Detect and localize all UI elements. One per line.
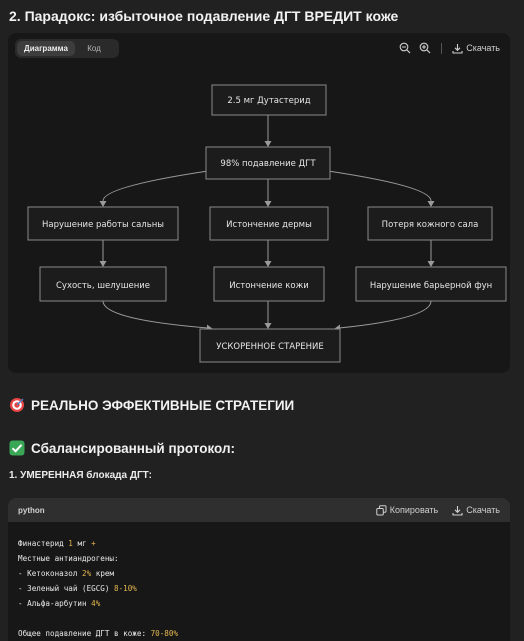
code-line-5: - Альфа-арбутин 4%	[18, 599, 100, 608]
code-content[interactable]: Финастерид 1 мг + Местные антиандрогены:…	[8, 522, 510, 641]
code-text: - Зеленый чай (EGCG)	[18, 584, 115, 593]
code-block: python Копировать Скачать Финастерид 1 м…	[8, 498, 510, 641]
edge-barrier-aging	[338, 300, 432, 329]
diagram-tools: Скачать	[399, 40, 500, 56]
edge-supp-sebum	[327, 170, 432, 202]
copy-button[interactable]: Копировать	[376, 504, 439, 516]
svg-text:98% подавление ДГТ: 98% подавление ДГТ	[220, 159, 316, 169]
copy-label: Копировать	[389, 505, 439, 515]
strategies-heading-text: РЕАЛЬНО ЭФФЕКТИВНЫЕ СТРАТЕГИИ	[31, 397, 295, 413]
zoom-in-button[interactable]	[419, 42, 431, 54]
copy-icon	[376, 504, 387, 515]
node-barrier[interactable]: Нарушение барьерной фун	[355, 266, 507, 302]
item-1-label: 1. УМЕРЕННАЯ блокада ДГТ:	[9, 470, 152, 481]
svg-text:Нарушение барьерной фун: Нарушение барьерной фун	[370, 281, 492, 291]
zoom-in-icon	[419, 42, 431, 54]
code-operator: +	[91, 539, 96, 548]
arrow-sebum-barrier	[427, 261, 435, 267]
arrow-supp-dermis	[264, 201, 272, 207]
download-icon	[452, 505, 463, 516]
code-line-4: - Зеленый чай (EGCG) 8-10%	[18, 584, 137, 593]
node-dryness[interactable]: Сухость, шелушение	[39, 266, 167, 302]
arrow-sebaceous-dryness	[99, 261, 107, 267]
code-number: 70-80%	[150, 629, 179, 638]
code-line-2: Местные антиандрогены:	[18, 554, 119, 563]
diagram-download-label: Скачать	[466, 43, 500, 53]
svg-text:Нарушение работы сальны: Нарушение работы сальны	[42, 220, 164, 230]
node-skin-thinning[interactable]: Истончение кожи	[213, 266, 325, 302]
svg-text:2.5 мг Дутастерид: 2.5 мг Дутастерид	[227, 96, 310, 106]
node-dutasteride[interactable]: 2.5 мг Дутастерид	[211, 84, 327, 116]
strategies-heading: РЕАЛЬНО ЭФФЕКТИВНЫЕ СТРАТЕГИИ	[9, 397, 294, 413]
code-header: python Копировать Скачать	[8, 498, 510, 522]
tab-diagram[interactable]: Диаграмма	[17, 41, 75, 56]
check-mark-icon	[9, 440, 25, 456]
tools-divider	[441, 42, 443, 54]
download-icon	[452, 43, 463, 54]
code-line-6: Общее подавление ДГТ в коже: 70-80%	[18, 629, 178, 638]
code-text: мг	[72, 539, 92, 548]
arrow-supp-sebum	[427, 201, 435, 207]
code-number: 2%	[82, 569, 92, 578]
diagram-canvas: 2.5 мг Дутастерид 98% подавление ДГТ Нар…	[27, 84, 507, 363]
code-text: - Альфа-арбутин	[18, 599, 92, 608]
protocol-heading: Сбалансированный протокол:	[9, 440, 235, 456]
node-aging[interactable]: УСКОРЕННОЕ СТАРЕНИЕ	[199, 328, 341, 363]
code-text: - Кетоконазол	[18, 569, 83, 578]
code-number: 4%	[91, 599, 101, 608]
node-dermis[interactable]: Истончение дермы	[209, 206, 329, 241]
code-download-label: Скачать	[466, 505, 500, 515]
node-suppression[interactable]: 98% подавление ДГТ	[205, 146, 331, 180]
code-text: Финастерид	[18, 539, 69, 548]
code-text: крем	[91, 569, 115, 578]
node-sebaceous[interactable]: Нарушение работы сальны	[27, 206, 179, 241]
code-number: 1	[68, 539, 73, 548]
svg-text:Сухость, шелушение: Сухость, шелушение	[56, 281, 150, 291]
tab-code[interactable]: Код	[87, 44, 101, 53]
arrow-dut-supp	[264, 141, 272, 147]
code-line-1: Финастерид 1 мг +	[18, 539, 96, 548]
code-download-button[interactable]: Скачать	[452, 505, 500, 516]
diagram-download-button[interactable]: Скачать	[452, 43, 500, 54]
protocol-heading-text: Сбалансированный протокол:	[31, 440, 236, 456]
arrow-thinning-aging	[264, 323, 272, 329]
code-tools: Копировать Скачать	[376, 504, 500, 516]
zoom-out-button[interactable]	[399, 42, 411, 54]
diagram-card: 2.5 мг Дутастерид 98% подавление ДГТ Нар…	[8, 33, 510, 373]
arrow-supp-sebaceous	[99, 201, 107, 207]
svg-text:Потеря кожного сала: Потеря кожного сала	[382, 220, 479, 230]
code-language: python	[18, 505, 45, 515]
svg-text:Истончение кожи: Истончение кожи	[229, 281, 309, 291]
section-title: 2. Парадокс: избыточное подавление ДГТ В…	[9, 8, 399, 24]
code-text: Общее подавление ДГТ в коже:	[18, 629, 151, 638]
svg-text:УСКОРЕННОЕ СТАРЕНИЕ: УСКОРЕННОЕ СТАРЕНИЕ	[216, 342, 323, 352]
edge-supp-sebaceous	[102, 170, 209, 202]
node-sebum-loss[interactable]: Потеря кожного сала	[367, 206, 493, 241]
edge-dryness-aging	[102, 300, 209, 329]
svg-text:Истончение дермы: Истончение дермы	[226, 220, 312, 230]
code-line-3: - Кетоконазол 2% крем	[18, 569, 114, 578]
code-number: 8-10%	[114, 584, 137, 593]
zoom-out-icon	[399, 42, 411, 54]
target-icon	[10, 398, 24, 412]
arrow-dermis-thinning	[264, 261, 272, 267]
view-tabs: Диаграмма Код	[15, 39, 119, 58]
edges	[99, 115, 435, 332]
